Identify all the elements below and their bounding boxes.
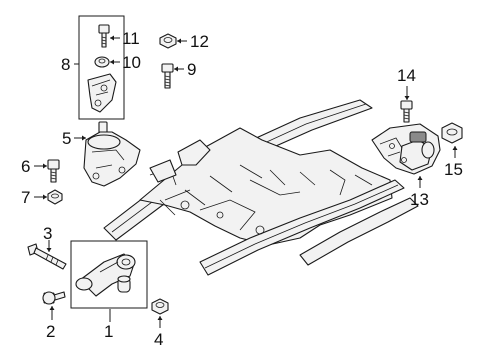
washer-10 bbox=[94, 56, 110, 68]
callout-8: 8 bbox=[61, 55, 70, 74]
nut-12 bbox=[159, 33, 177, 49]
bolt-11 bbox=[98, 24, 110, 48]
callout-13: 13 bbox=[410, 190, 429, 209]
callout-7: 7 bbox=[21, 188, 30, 207]
torque-rod-1 bbox=[75, 253, 136, 297]
bolt-2 bbox=[42, 291, 66, 305]
callout-1: 1 bbox=[104, 322, 113, 341]
mount-bracket bbox=[87, 73, 117, 113]
transmission-mount-13 bbox=[371, 123, 441, 175]
callout-2: 2 bbox=[46, 322, 55, 341]
callout-5: 5 bbox=[62, 129, 71, 148]
bolt-9 bbox=[161, 63, 174, 89]
bolt-6 bbox=[47, 159, 60, 183]
bolt-14 bbox=[400, 100, 413, 123]
callout-4: 4 bbox=[154, 330, 163, 349]
callout-11: 11 bbox=[122, 29, 140, 48]
nut-15 bbox=[441, 122, 463, 144]
callout-14: 14 bbox=[397, 66, 416, 85]
callout-6: 6 bbox=[21, 157, 30, 176]
part-group-box-8 bbox=[78, 15, 125, 120]
nut-4 bbox=[151, 298, 169, 315]
engine-mount-5 bbox=[83, 121, 141, 187]
callout-15: 15 bbox=[444, 160, 463, 179]
callout-10: 10 bbox=[122, 53, 141, 72]
nut-7 bbox=[47, 189, 63, 205]
part-group-box-1 bbox=[70, 240, 148, 309]
bolt-3 bbox=[27, 243, 67, 270]
callout-3: 3 bbox=[43, 224, 52, 243]
subframe-assembly bbox=[103, 99, 419, 276]
callout-12: 12 bbox=[190, 32, 209, 51]
callout-9: 9 bbox=[187, 60, 196, 79]
